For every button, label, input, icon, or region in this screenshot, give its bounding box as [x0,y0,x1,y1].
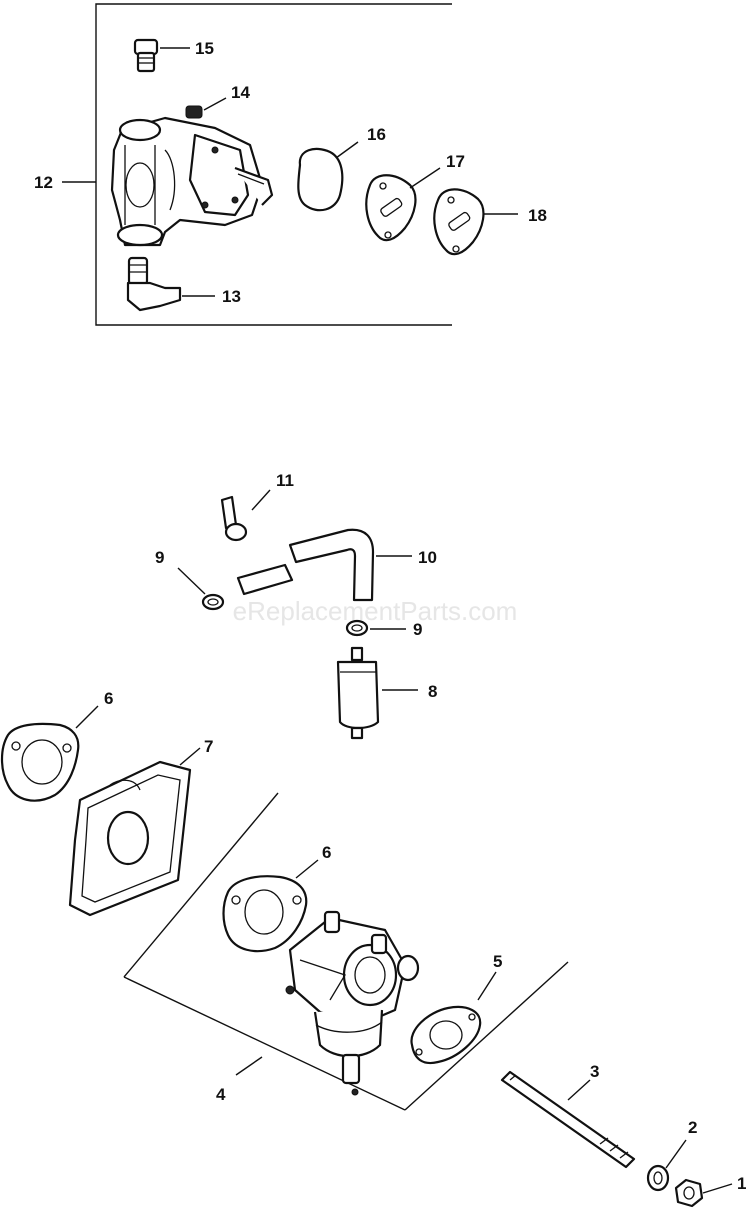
watermark-text: eReplacementParts.com [233,596,518,626]
callout-3: 3 [590,1062,599,1081]
part-11-clamp [220,489,271,542]
callout-7: 7 [204,737,213,756]
callout-6-center: 6 [322,843,331,862]
callout-16: 16 [367,125,386,144]
callout-18: 18 [528,206,547,225]
part-8-fuel-filter [336,646,418,740]
callout-9-right: 9 [413,620,422,639]
part-5-gasket [410,971,497,1065]
callout-12: 12 [34,173,53,192]
callout-10: 10 [418,548,437,567]
callout-6-left: 6 [104,689,113,708]
callout-14: 14 [231,83,250,102]
callout-11: 11 [276,471,294,490]
callout-15: 15 [195,39,214,58]
part-12-fuel-pump [110,116,274,247]
part-3-stud [500,1070,636,1169]
callout-13: 13 [222,287,241,306]
carburetor-group-bracket [123,792,569,1111]
part-14-screw [185,97,227,119]
part-6-gasket-center [222,859,319,953]
part-2-washer [646,1139,687,1192]
part-6-gasket-left [0,705,99,802]
carburetor [285,910,420,1096]
callout-2: 2 [688,1118,697,1137]
part-10-fuel-line [236,528,412,602]
part-18-gasket-plate [433,188,518,256]
part-9-clip-right [345,619,406,637]
callout-4: 4 [216,1085,226,1104]
part-9-clip-left [177,567,225,611]
part-16-gasket [297,141,359,212]
callout-17: 17 [446,152,465,171]
fuel-pump-group-bracket [62,3,452,326]
part-13-elbow-fitting [126,256,215,312]
callout-5: 5 [493,952,502,971]
part-7-base-plate [68,747,201,917]
callout-9-left: 9 [155,548,164,567]
callout-8: 8 [428,682,437,701]
part-1-nut [674,1178,733,1208]
part-15-fitting [133,38,190,73]
part-17-gasket-plate [365,167,441,242]
callout-1: 1 [737,1174,746,1193]
